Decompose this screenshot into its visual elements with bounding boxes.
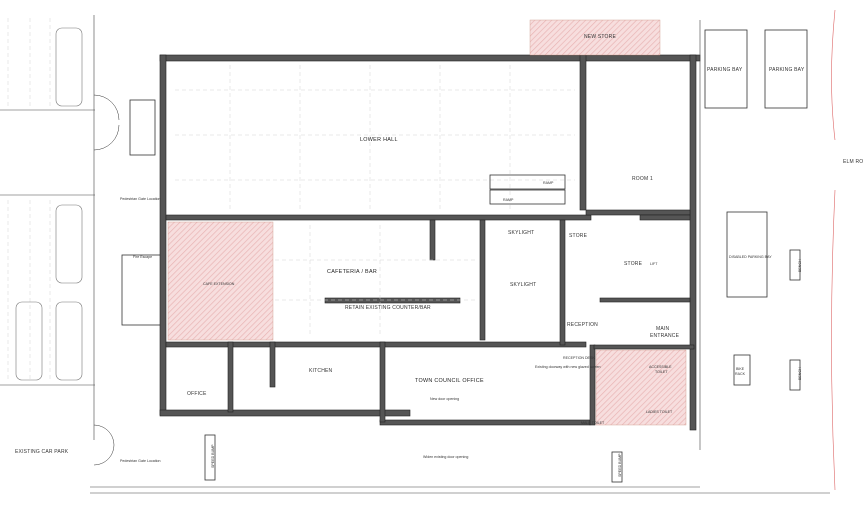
- new-store-label: NEW STORE: [584, 34, 616, 40]
- bike-rack-label-1: BIKE: [736, 367, 745, 371]
- accessible-toilet-label-2: TOILET: [655, 370, 668, 374]
- cafe-extension-label: CAFE EXTENSION: [203, 282, 235, 286]
- parking-bay-1-label: PARKING BAY: [707, 67, 743, 73]
- male-toilet-label: MALE TOILET: [581, 421, 605, 425]
- retain-counter-label: RETAIN EXISTING COUNTER/BAR: [345, 305, 431, 311]
- elm-road-label: ELM RO: [843, 159, 863, 165]
- building-walls: [159, 54, 701, 431]
- cafeteria-label: CAFETERIA / BAR: [327, 269, 377, 275]
- ramp-lower: [489, 189, 566, 205]
- main-entrance-label-1: MAIN: [656, 326, 669, 332]
- disabled-bay-label: DISABLED PARKING BAY: [729, 255, 772, 259]
- left-car-park: [0, 15, 120, 466]
- fire-escape-label: Fire Escape: [133, 255, 152, 259]
- bench-2-label: BENCH: [798, 367, 802, 380]
- new-store-area: [529, 19, 661, 56]
- fire-escape-stair: [121, 254, 165, 326]
- office-label: OFFICE: [187, 391, 207, 397]
- ladies-toilet-label: LADIES TOILET: [646, 410, 673, 414]
- speed-bump-1-label: SPEED BUMP: [211, 444, 215, 468]
- ramp-lower-label: RAMP: [503, 198, 514, 202]
- store-1-label: STORE: [569, 233, 588, 239]
- disabled-parking-bay: [726, 211, 768, 298]
- room-1-label: ROOM 1: [632, 176, 653, 182]
- ramp-upper-label: RAMP: [543, 181, 554, 185]
- parked-car: [55, 301, 83, 381]
- parking-bay-1: [704, 29, 748, 109]
- parked-car: [55, 27, 83, 107]
- skylight-2-label: SKYLIGHT: [510, 282, 536, 288]
- toilets-area: [595, 349, 687, 426]
- store-2-label: STORE: [624, 261, 643, 267]
- bench-1: [789, 249, 801, 281]
- main-entrance-label-2: ENTRANCE: [650, 333, 680, 339]
- lift-label: LIFT: [650, 262, 658, 266]
- gate-2-label: Pedestrian Gate Location: [120, 459, 161, 463]
- bike-rack-label-2: RACK: [735, 372, 746, 376]
- accessible-toilet-label-1: ACCESSIBLE: [649, 365, 672, 369]
- lower-hall-label: LOWER HALL: [360, 137, 398, 143]
- gate-1-label: Pedestrian Gate Location: [120, 197, 161, 201]
- parked-car: [55, 204, 83, 284]
- bench-2: [789, 359, 801, 391]
- new-door-2-label: Widen existing door opening: [423, 455, 468, 459]
- parked-car: [15, 301, 43, 381]
- reception-desk-label: RECEPTION DESK: [563, 356, 595, 360]
- speed-bump-2-label: SPEED BUMP: [618, 453, 622, 477]
- new-door-1-label: New door opening: [430, 397, 459, 401]
- town-council-office-label: TOWN COUNCIL OFFICE: [415, 378, 484, 384]
- bench-1-label: BENCH: [798, 259, 802, 272]
- existing-car-park-label: EXISTING CAR PARK: [15, 449, 69, 455]
- reception-label: RECEPTION: [567, 322, 598, 328]
- speed-bump-2: [611, 451, 623, 483]
- parking-bay-2: [764, 29, 808, 109]
- cafe-extension-area: [167, 221, 274, 341]
- kitchen-label: KITCHEN: [309, 368, 333, 374]
- speed-bump-1: [204, 434, 216, 481]
- external-stair: [129, 99, 156, 156]
- bike-rack: [733, 354, 751, 386]
- skylight-1-label: SKYLIGHT: [508, 230, 534, 236]
- ramp-upper: [489, 174, 566, 190]
- window-note-label: Existing doorway with new glazed screen: [535, 365, 601, 369]
- parking-bay-2-label: PARKING BAY: [769, 67, 805, 73]
